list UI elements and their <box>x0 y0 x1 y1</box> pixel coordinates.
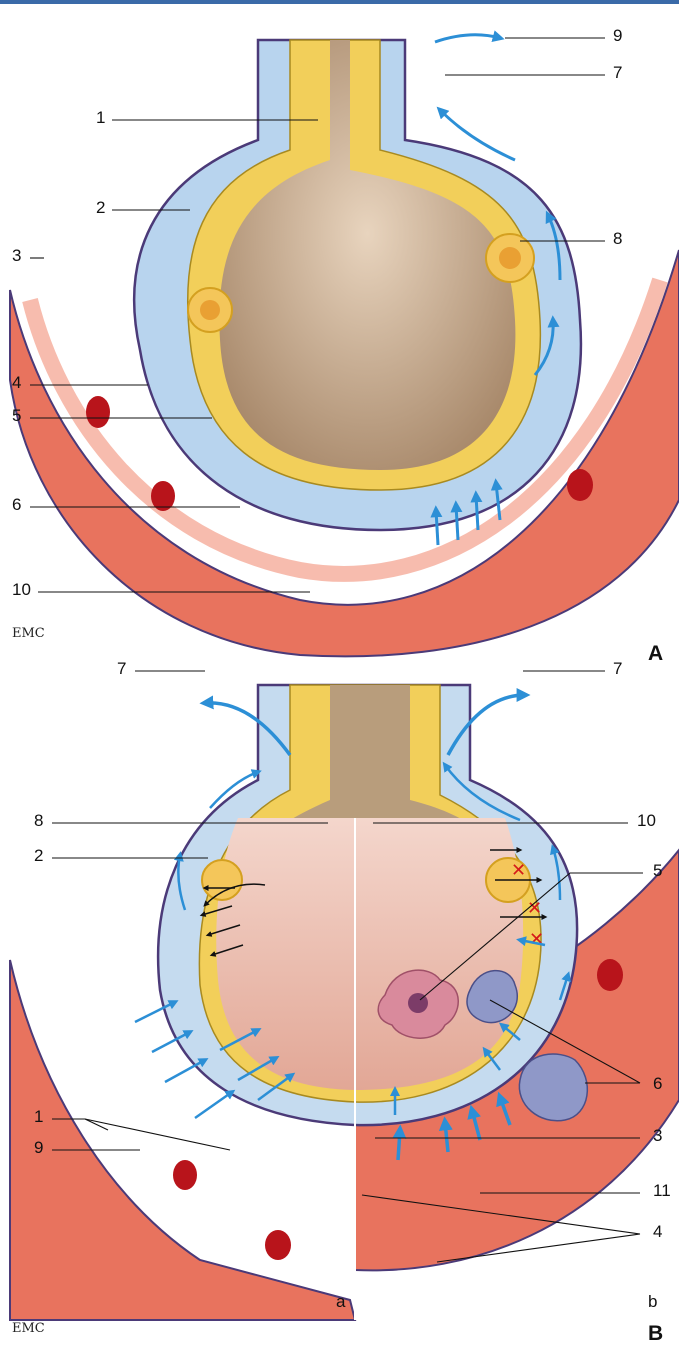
label-6: 6 <box>653 1074 662 1093</box>
flow-arrow <box>398 1130 400 1160</box>
sub-label-b: b <box>648 1292 657 1311</box>
panel-b: ✕ ✕ ✕ 7 <box>10 659 679 1345</box>
label-3: 3 <box>653 1126 662 1145</box>
injury-cross: ✕ <box>529 929 544 950</box>
red-blood-cell <box>597 959 623 991</box>
label-9: 9 <box>34 1138 43 1157</box>
flow-arrow <box>436 510 438 545</box>
top-rule <box>0 0 679 4</box>
sub-label-a: a <box>336 1292 346 1311</box>
injury-cross: ✕ <box>511 860 526 881</box>
label-8: 8 <box>34 811 43 830</box>
red-blood-cell <box>86 396 110 428</box>
panel-letter-b: B <box>648 1322 663 1345</box>
flow-arrow <box>476 495 478 530</box>
label-9: 9 <box>613 26 622 45</box>
type2-cell <box>200 300 220 320</box>
label-1: 1 <box>96 108 105 127</box>
panel-a: 1 2 3 4 5 6 10 9 7 8 EMC A <box>10 26 679 665</box>
emc-logo: EMC <box>12 1321 45 1336</box>
label-4: 4 <box>12 373 21 392</box>
label-11: 11 <box>653 1181 671 1200</box>
flow-arrow <box>435 35 500 42</box>
label-5: 5 <box>653 861 662 880</box>
flow-arrow <box>195 1092 232 1118</box>
red-blood-cell <box>173 1160 197 1190</box>
label-10: 10 <box>637 811 656 830</box>
emc-logo: EMC <box>12 626 45 641</box>
injury-cross: ✕ <box>527 898 542 919</box>
leader-line <box>85 1119 108 1130</box>
panel-letter-a: A <box>648 642 663 665</box>
red-blood-cell <box>265 1230 291 1260</box>
label-4: 4 <box>653 1222 662 1241</box>
label-1: 1 <box>34 1107 43 1126</box>
type2-cell <box>202 860 242 900</box>
leader-line <box>85 1119 230 1150</box>
label-6: 6 <box>12 495 21 514</box>
label-7-right: 7 <box>613 659 622 678</box>
type2-cell <box>499 247 521 269</box>
label-7: 7 <box>613 63 622 82</box>
label-2: 2 <box>34 846 43 865</box>
edema-fluid <box>216 818 523 1090</box>
label-7-left: 7 <box>117 659 126 678</box>
label-3: 3 <box>12 246 21 265</box>
label-5: 5 <box>12 406 21 425</box>
label-10: 10 <box>12 580 31 599</box>
red-blood-cell <box>567 469 593 501</box>
label-8: 8 <box>613 229 622 248</box>
label-2: 2 <box>96 198 105 217</box>
flow-arrow <box>456 505 458 540</box>
